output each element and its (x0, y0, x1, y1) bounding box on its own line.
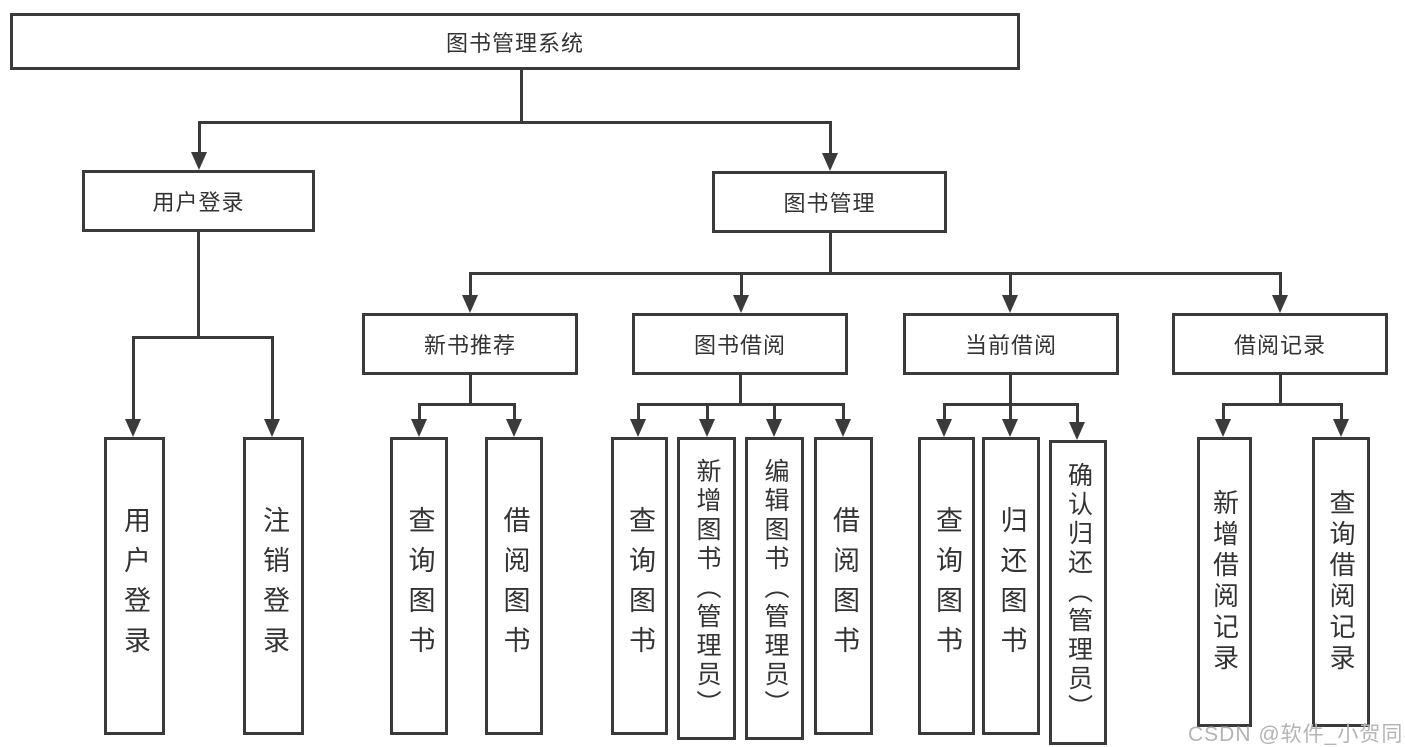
node-label: 图书管理 (783, 191, 876, 216)
connector-stub (1076, 403, 1079, 424)
arrowhead (630, 419, 646, 437)
arrowhead (766, 419, 782, 437)
arrowhead (699, 419, 715, 437)
node-label: 注销登录 (259, 506, 289, 666)
connector-stub-borrow-records (1279, 272, 1282, 298)
connector-stub (842, 403, 845, 422)
node-label: 归还图书 (996, 506, 1027, 666)
csdn-watermark: CSDN @软件_小贺同学 (1188, 723, 1405, 746)
node-label: 查询图书 (404, 506, 435, 666)
connector-stub-book-mgmt (829, 121, 832, 155)
node-label: 新增图书（管理员） (693, 458, 721, 719)
node-library-management-system: 图书管理系统 (10, 13, 1020, 70)
node-label: 用户登录 (152, 190, 245, 215)
arrowhead-book-borrow (733, 295, 749, 313)
connector-user-login-drop (197, 232, 200, 339)
node-label: 查询图书 (625, 506, 655, 666)
connector-root-rail (198, 121, 831, 124)
node-borrow-books-leaf: 借阅图书 (814, 437, 873, 735)
node-label: 查询借阅记录 (1326, 489, 1356, 675)
arrowhead-logout-leaf (264, 419, 280, 437)
node-return-books: 归还图书 (982, 437, 1040, 735)
connector-new-book-rail (418, 403, 515, 406)
node-user-login: 用户登录 (82, 170, 315, 232)
arrowhead-login-leaf (125, 419, 141, 437)
connector-current-borrow-drop (1009, 375, 1012, 406)
connector-stub (773, 403, 776, 422)
node-user-login-leaf: 用户登录 (104, 437, 165, 735)
node-label: 图书管理系统 (445, 30, 584, 56)
arrowhead (1215, 419, 1231, 437)
connector-stub (943, 403, 946, 422)
connector-root-drop (520, 70, 523, 123)
connector-book-borrow-drop (739, 375, 742, 406)
node-label: 用户登录 (120, 506, 150, 666)
arrowhead (411, 419, 427, 437)
node-label: 图书借阅 (693, 333, 786, 358)
connector-book-borrow-rail (637, 403, 844, 406)
connector-stub (418, 403, 421, 422)
node-add-book-admin: 新增图书（管理员） (677, 437, 736, 740)
node-label: 借阅记录 (1233, 333, 1326, 358)
node-add-borrow-record: 新增借阅记录 (1197, 437, 1252, 727)
connector-stub-login-leaf (132, 336, 135, 422)
node-label: 新书推荐 (423, 333, 516, 358)
connector-user-login-rail (132, 336, 273, 339)
connector-stub-new-book (469, 272, 472, 298)
node-borrow-books-recommend: 借阅图书 (485, 437, 543, 735)
connector-stub (706, 403, 709, 422)
arrowhead (1333, 419, 1349, 437)
connector-book-mgmt-drop (829, 233, 832, 275)
arrowhead-new-book (462, 295, 478, 313)
node-query-borrow-record: 查询借阅记录 (1312, 437, 1370, 727)
node-logout-leaf: 注销登录 (243, 437, 304, 735)
node-query-books-borrow: 查询图书 (611, 437, 668, 735)
node-query-books-current: 查询图书 (918, 437, 975, 735)
connector-stub-current-borrow (1009, 272, 1012, 298)
arrowhead (1002, 419, 1018, 437)
node-borrow-records: 借阅记录 (1172, 313, 1388, 375)
arrowhead-book-mgmt (822, 153, 838, 171)
node-new-book-recommend: 新书推荐 (362, 313, 578, 375)
arrowhead (1069, 422, 1085, 440)
node-book-management: 图书管理 (712, 171, 947, 233)
connector-new-book-drop (469, 375, 472, 406)
node-label: 查询图书 (932, 506, 962, 666)
connector-stub-user-login (198, 121, 201, 155)
node-label: 编辑图书（管理员） (761, 458, 789, 719)
connector-book-mgmt-rail (469, 272, 1282, 275)
connector-stub (637, 403, 640, 422)
connector-stub (1340, 403, 1343, 422)
node-label: 借阅图书 (499, 506, 530, 666)
connector-stub-book-borrow (740, 272, 743, 298)
arrowhead-user-login (191, 152, 207, 170)
connector-stub (513, 403, 516, 422)
arrowhead (506, 419, 522, 437)
arrowhead-borrow-records (1272, 295, 1288, 313)
connector-stub (1009, 403, 1012, 422)
arrowhead (936, 419, 952, 437)
node-label: 新增借阅记录 (1209, 489, 1240, 675)
arrowhead-current-borrow (1002, 295, 1018, 313)
node-book-borrow: 图书借阅 (632, 313, 848, 375)
node-label: 确认归还（管理员） (1064, 462, 1093, 723)
arrowhead (835, 419, 851, 437)
connector-borrow-records-drop (1279, 375, 1282, 406)
node-current-borrow: 当前借阅 (903, 313, 1119, 375)
node-label: 当前借阅 (964, 333, 1057, 358)
connector-stub (1222, 403, 1225, 422)
node-edit-book-admin: 编辑图书（管理员） (745, 437, 804, 740)
node-label: 借阅图书 (829, 506, 859, 666)
node-confirm-return-admin: 确认归还（管理员） (1049, 440, 1107, 745)
node-query-books-recommend: 查询图书 (390, 437, 448, 735)
connector-stub-logout-leaf (271, 336, 274, 422)
connector-borrow-records-rail (1222, 403, 1343, 406)
